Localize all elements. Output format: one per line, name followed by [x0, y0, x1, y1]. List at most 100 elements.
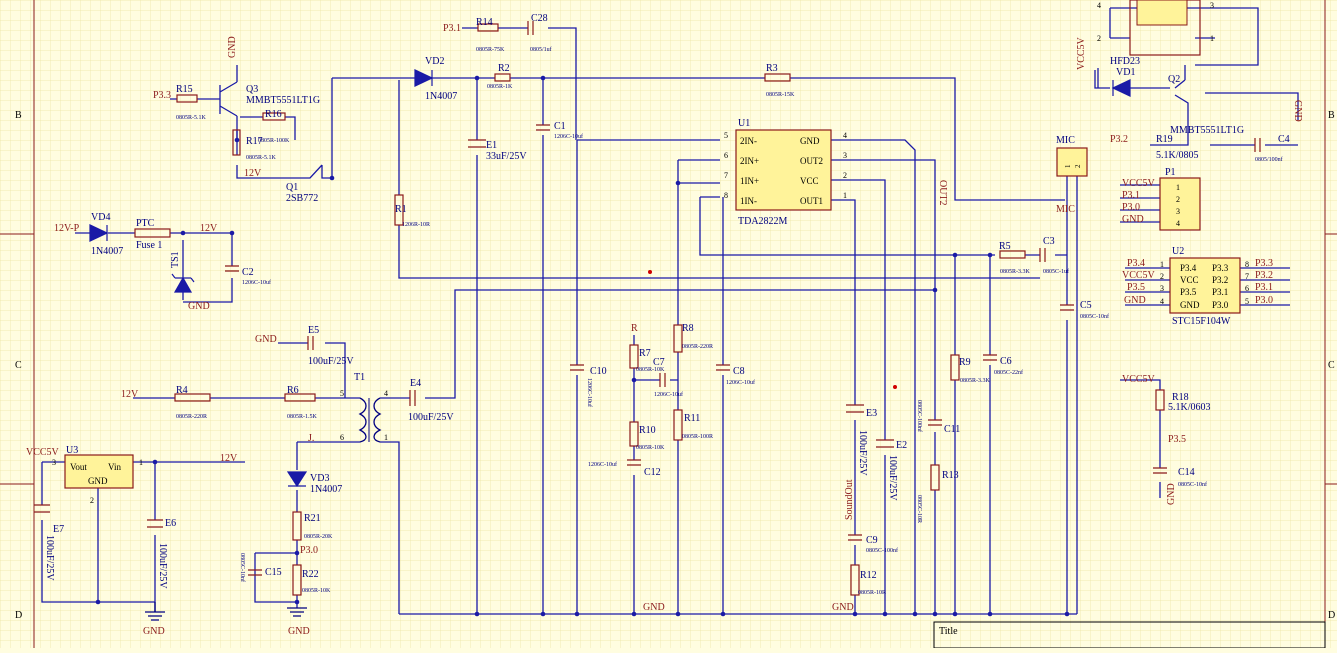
- val-vd4: 1N4007: [91, 246, 123, 257]
- u2-net-left-2: VCC5V: [1122, 270, 1156, 281]
- p1-pin-2: 2: [1176, 195, 1180, 204]
- ref-e3: E3: [866, 408, 877, 419]
- net-label-gnd-e5: GND: [255, 334, 277, 345]
- val-r18: 5.1K/0603: [1168, 402, 1211, 413]
- val-c11: 0805C-100nf: [916, 400, 923, 432]
- u1-pin-num-right: 3: [843, 151, 847, 160]
- ref-r21: R21: [304, 513, 321, 524]
- u2-net-left-1: P3.4: [1127, 258, 1145, 269]
- u3-num-2: 2: [90, 496, 94, 505]
- u3-pin-gnd: GND: [88, 476, 108, 486]
- u1-pin-label-left: 2IN+: [740, 156, 759, 166]
- ic-p1-body: [1159, 177, 1201, 231]
- wires: [41, 7, 1299, 615]
- u2-pin-num-right: 6: [1245, 284, 1249, 293]
- val-c2: 1206C-10uf: [242, 279, 271, 286]
- val-vd2: 1N4007: [425, 91, 457, 102]
- val-e7: 100uF/25V: [44, 535, 55, 581]
- net-label-12v-p: 12V-P: [54, 223, 80, 234]
- ref-r22: R22: [302, 569, 319, 580]
- ref-p1: P1: [1165, 167, 1176, 178]
- net-label-12v-r4: 12V: [121, 389, 139, 400]
- net-label-vcc5v-relay: VCC5V: [1076, 36, 1087, 70]
- ref-c8: C8: [733, 366, 745, 377]
- net-label-soundout: SoundOut: [844, 479, 855, 520]
- u2-pin-num-right: 8: [1245, 260, 1249, 269]
- ref-e6: E6: [165, 518, 176, 529]
- net-label-p33: P3.3: [153, 90, 171, 101]
- ref-vd1: VD1: [1116, 67, 1135, 78]
- capacitor-bodies: [34, 21, 1261, 576]
- val-u2: STC15F104W: [1172, 316, 1231, 327]
- ref-c1: C1: [554, 121, 566, 132]
- u1-pin-label-left: 2IN-: [740, 136, 757, 146]
- u2-pin-label-right: P3.2: [1212, 275, 1228, 285]
- val-c10: 1206C-10uf: [586, 378, 593, 407]
- t1-pin-6: 6: [340, 433, 344, 442]
- ref-q1: Q1: [286, 182, 298, 193]
- row-marker-d: D: [15, 610, 22, 621]
- ref-e4: E4: [410, 378, 421, 389]
- u1-pin-label-left: 1IN-: [740, 196, 757, 206]
- p1-pin-4: 4: [1176, 219, 1180, 228]
- u1-pin-num-right: 1: [843, 191, 847, 200]
- ref-vd2: VD2: [425, 56, 444, 67]
- val-c8: 1206C-10uf: [726, 379, 755, 386]
- junction-dots: [95, 75, 1070, 617]
- ref-e2: E2: [896, 440, 907, 451]
- net-label-p35: P3.5: [1168, 434, 1186, 445]
- u2-net-right-3: P3.1: [1255, 282, 1273, 293]
- svg-text:2: 2: [1074, 164, 1082, 168]
- ref-ts1: TS1: [170, 251, 181, 268]
- u1-pin-num-right: 2: [843, 171, 847, 180]
- val-r1: 1206R-10R: [402, 222, 430, 228]
- u3-num-3: 3: [52, 458, 56, 467]
- row-marker-b-right: B: [1328, 110, 1335, 121]
- u2-pin-num-left: 4: [1160, 297, 1164, 306]
- val-r17: 0805R-5.1K: [246, 155, 277, 161]
- ref-r13: R13: [942, 470, 959, 481]
- ref-vd3: VD3: [310, 473, 329, 484]
- val-r16: 0805R-100K: [258, 138, 290, 144]
- net-label-j: J.: [308, 433, 314, 444]
- row-marker-c-right: C: [1328, 360, 1335, 371]
- svg-text:1: 1: [1064, 164, 1072, 168]
- val-r3: 0805R-15K: [766, 92, 795, 98]
- net-label-gnd-r22: GND: [288, 626, 310, 637]
- u1-pin-label-right: OUT1: [800, 196, 823, 206]
- ref-c9: C9: [866, 535, 878, 546]
- u1-pin-label-right: VCC: [800, 176, 819, 186]
- ref-r3: R3: [766, 63, 778, 74]
- val-r12: 0805R-10R: [858, 590, 886, 596]
- net-label-p32: P3.2: [1110, 134, 1128, 145]
- val-q2: MMBT5551LT1G: [1170, 125, 1244, 136]
- u2-pin-num-left: 3: [1160, 284, 1164, 293]
- net-label-gnd-q2: GND: [1292, 100, 1303, 122]
- net-label-gnd-u3: GND: [143, 626, 165, 637]
- val-c3: 0805C-1uf: [1043, 268, 1069, 275]
- relay-pin-2: 2: [1097, 34, 1101, 43]
- val-c1: 1206C-10uf: [554, 133, 583, 140]
- relay-pin-4: 4: [1097, 1, 1101, 10]
- ref-c2: C2: [242, 267, 254, 278]
- u1-pin-label-right: GND: [800, 136, 820, 146]
- ref-r4: R4: [176, 385, 188, 396]
- ref-vd4: VD4: [91, 212, 110, 223]
- u1-pin-label-right: OUT2: [800, 156, 823, 166]
- net-label-gnd-q3: GND: [227, 36, 238, 58]
- t1-pin-5: 5: [340, 389, 344, 398]
- val-e3: 100uF/25V: [857, 430, 868, 476]
- val-c28: 0805/1uf: [530, 46, 552, 53]
- net-label-p30: P3.0: [300, 545, 318, 556]
- ref-mic: MIC: [1056, 135, 1075, 146]
- ref-r16: R16: [265, 109, 282, 120]
- net-label-12v-q1: 12V: [244, 168, 262, 179]
- ref-c28: C28: [531, 13, 548, 24]
- u2-net-right-2: P3.2: [1255, 270, 1273, 281]
- ref-t1: T1: [354, 372, 365, 383]
- misc-symbols: 1 2: [1056, 0, 1201, 177]
- val-c4: 0805/100nf: [1255, 156, 1283, 163]
